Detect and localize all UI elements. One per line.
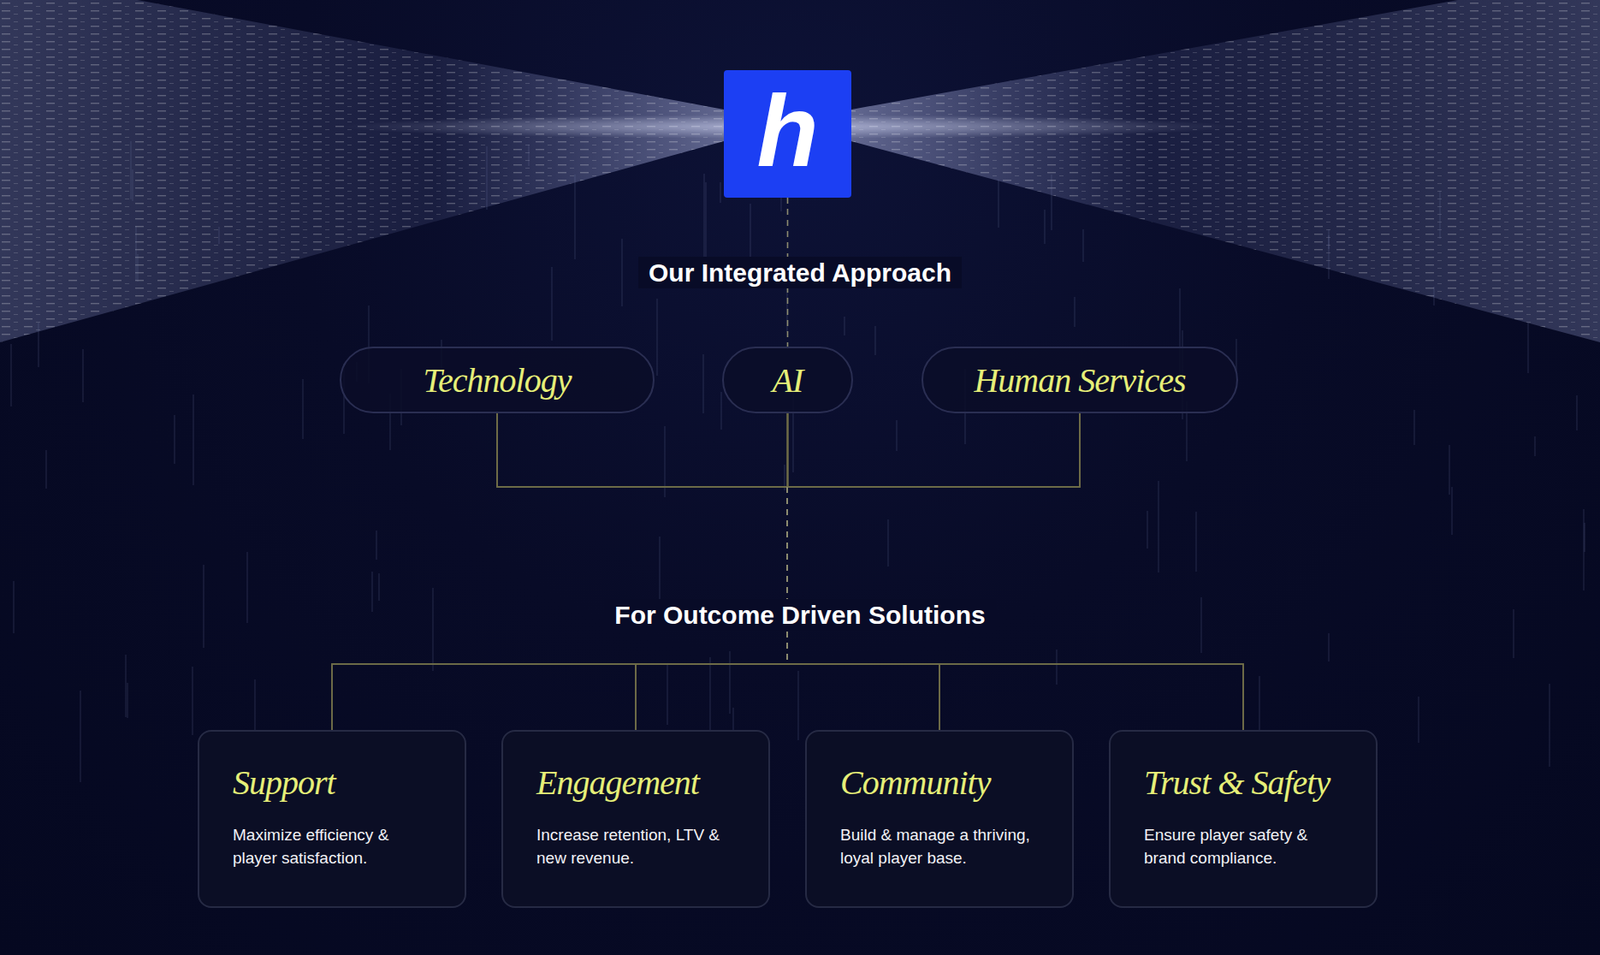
dashed-segment: [786, 486, 789, 664]
card-description: Maximize efficiency & player satisfactio…: [232, 823, 427, 870]
connector: [331, 413, 1080, 730]
logo-letter: h: [756, 80, 818, 182]
connector: [497, 413, 1244, 730]
diagram-title: Our Integrated Approach: [638, 256, 962, 289]
solution-card: SupportMaximize efficiency & player sati…: [197, 729, 467, 908]
line-segment: [787, 663, 940, 730]
connector: [635, 413, 789, 730]
card-heading: Community: [840, 762, 1035, 804]
line-segment: [787, 663, 1244, 730]
line-segment: [787, 413, 1080, 487]
line-segment: [331, 663, 788, 730]
title-row: Our Integrated Approach: [0, 258, 1600, 288]
solution-card: Trust & SafetyEnsure player safety & bra…: [1108, 729, 1378, 908]
solution-card: EngagementIncrease retention, LTV & new …: [501, 729, 771, 908]
line-segment: [497, 413, 788, 487]
card-description: Increase retention, LTV & new revenue.: [536, 823, 731, 870]
dashed-segment: [786, 486, 789, 664]
pill-label: Human Services: [973, 360, 1186, 401]
line-segment: [635, 663, 788, 730]
dashed-segment: [786, 486, 789, 664]
card-heading: Support: [232, 762, 427, 804]
card-description: Build & manage a thriving, loyal player …: [840, 823, 1035, 870]
dashed-segment: [786, 486, 789, 664]
card-heading: Trust & Safety: [1143, 762, 1339, 804]
pill-label: Technology: [423, 360, 572, 401]
line-segment: [635, 663, 788, 730]
line-segment: [787, 413, 1080, 487]
line-segment: [787, 663, 940, 730]
line-segment: [786, 413, 789, 487]
logo-box: h: [723, 70, 852, 198]
dashed-segment: [786, 486, 789, 664]
dashed-segment: [786, 486, 789, 664]
dashed-segment: [786, 486, 789, 664]
line-segment: [786, 413, 789, 487]
solution-card: CommunityBuild & manage a thriving, loya…: [805, 729, 1074, 908]
section-label: For Outcome Driven Solutions: [604, 598, 996, 631]
connector: [331, 413, 789, 730]
line-segment: [787, 413, 1080, 487]
connector: [787, 413, 1244, 730]
connector: [331, 413, 788, 730]
connector: [787, 413, 1080, 730]
line-segment: [786, 413, 789, 487]
connector: [497, 413, 788, 730]
line-segment: [497, 413, 788, 487]
line-segment: [787, 663, 1244, 730]
dashed-segment: [786, 486, 789, 664]
pill-label: AI: [772, 360, 804, 401]
connector: [635, 413, 1080, 730]
line-segment: [635, 663, 788, 730]
line-segment: [497, 413, 788, 487]
dashed-segment: [786, 486, 789, 664]
card-heading: Engagement: [536, 762, 731, 804]
connector: [787, 413, 1244, 730]
line-segment: [786, 413, 789, 487]
line-segment: [787, 413, 1080, 487]
approach-pill: Technology: [339, 346, 655, 414]
dashed-segment: [786, 486, 789, 664]
connector: [787, 413, 940, 730]
card-description: Ensure player safety & brand compliance.: [1143, 823, 1339, 870]
dashed-segment: [786, 486, 789, 664]
approach-pill: AI: [722, 346, 854, 414]
approach-pill: Human Services: [921, 346, 1239, 414]
label-row: For Outcome Driven Solutions: [0, 600, 1600, 630]
connector: [497, 413, 940, 730]
dashed-segment: [786, 486, 789, 664]
line-segment: [331, 663, 788, 730]
line-segment: [497, 413, 788, 487]
line-segment: [331, 663, 788, 730]
line-segment: [787, 663, 1244, 730]
line-segment: [787, 663, 940, 730]
